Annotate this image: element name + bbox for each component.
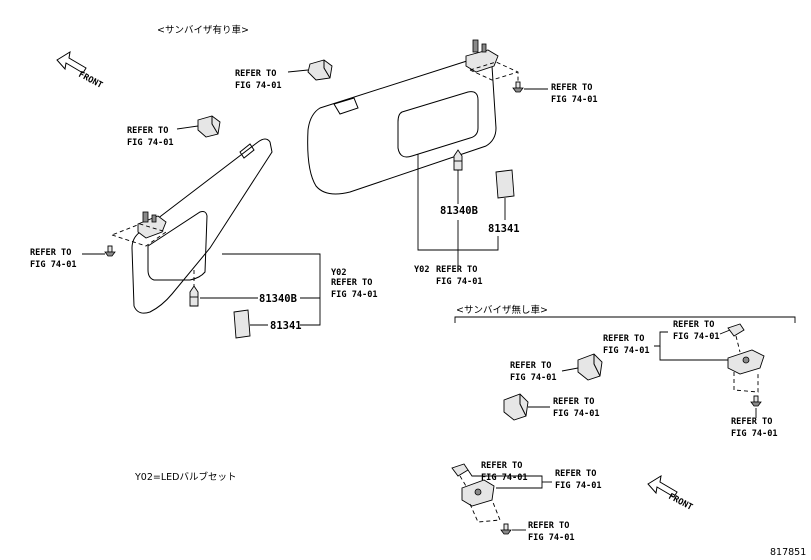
right-visor-bracket [465,39,499,73]
refer-label: REFER TO [528,521,569,531]
header-without-visor: <サンバイザ無し車> [456,304,548,316]
legend-y02: Y02=LEDバルブセット [134,471,236,483]
right-sun-visor [307,58,497,195]
refer-label: REFER TO [731,417,772,427]
fig-label: FIG 74-01 [528,533,575,543]
part-number-81340b-right: 81340B [440,205,478,217]
refer-label: REFER TO [436,265,477,275]
clip-without-visor-2 [503,393,529,421]
refer-label: REFER TO [30,248,71,258]
refer-label: REFER TO [555,469,596,479]
cap-without-visor-bottom [451,463,469,477]
left-screw-icon [104,245,116,257]
holder-without-visor-bottom [461,479,495,507]
front-label-bottom: FRONT [667,492,695,513]
screw-without-visor-right-icon [750,395,762,407]
set-code-y02-right: Y02 [414,265,430,275]
fig-label: FIG 74-01 [436,277,483,287]
right-visor-clip [307,59,333,81]
front-label-top: FRONT [77,70,105,91]
fig-label: FIG 74-01 [673,332,720,342]
right-screw-icon [512,81,524,93]
refer-label: REFER TO [127,126,168,136]
refer-label: REFER TO [235,69,276,79]
clip-without-visor-1 [577,353,603,381]
right-led-bulb [453,149,463,171]
header-with-visor: <サンバイザ有り車> [157,24,249,36]
fig-label: FIG 74-01 [555,481,602,491]
screw-without-visor-bottom-icon [500,523,512,535]
fig-label: FIG 74-01 [127,138,174,148]
front-arrow-icon [647,474,678,498]
left-sun-visor [131,138,273,314]
left-led-bulb [189,285,199,307]
front-arrow-icon [56,50,87,74]
part-number-81341-left: 81341 [270,320,302,332]
refer-label: REFER TO [673,320,714,330]
refer-label: REFER TO [551,83,592,93]
left-visor-clip [197,115,221,138]
diagram-id: 817851 [770,547,806,558]
right-lens [495,169,515,199]
refer-label: REFER TO [481,461,522,471]
refer-label: REFER TO [331,278,372,288]
left-lens [233,309,251,339]
fig-label: FIG 74-01 [481,473,528,483]
fig-label: FIG 74-01 [553,409,600,419]
refer-label: REFER TO [510,361,551,371]
left-visor-bracket [137,211,167,239]
fig-label: FIG 74-01 [731,429,778,439]
cap-without-visor-right [727,323,745,337]
fig-label: FIG 74-01 [551,95,598,105]
set-code-y02-left: Y02 [331,268,347,278]
fig-label: FIG 74-01 [603,346,650,356]
holder-without-visor-right [727,349,765,375]
fig-label: FIG 74-01 [331,290,378,300]
part-number-81340b-left: 81340B [259,293,297,305]
refer-label: REFER TO [553,397,594,407]
fig-label: FIG 74-01 [510,373,557,383]
bracket-without-visor [454,316,796,323]
refer-label: REFER TO [603,334,644,344]
fig-label: FIG 74-01 [235,81,282,91]
part-number-81341-right: 81341 [488,223,520,235]
fig-label: FIG 74-01 [30,260,77,270]
